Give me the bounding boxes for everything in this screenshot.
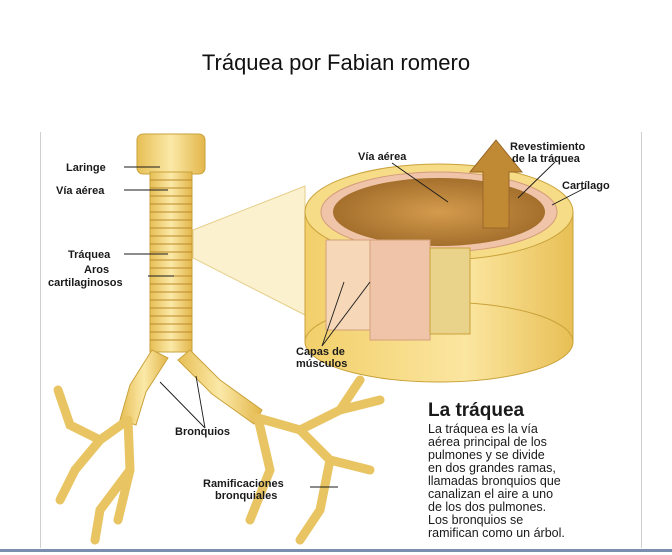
label-via-aerea-left: Vía aérea: [56, 185, 105, 197]
info-line: llamadas bronquios que: [428, 474, 561, 488]
airflow-arrow: [468, 139, 524, 229]
info-line: aérea principal de los: [428, 435, 547, 449]
info-line: canalizan el aire a uno: [428, 487, 554, 501]
label-ramif-1: Ramificaciones: [203, 478, 284, 490]
trachea-tube: [149, 171, 193, 353]
label-laringe: Laringe: [66, 162, 106, 174]
trachea-cross-section: [304, 163, 574, 383]
bottom-rule: [0, 549, 672, 552]
label-ramif-2: bronquiales: [215, 490, 277, 502]
left-bronchus: [119, 349, 169, 426]
label-aros-1: Aros: [84, 264, 109, 276]
info-line: ramifican como un árbol.: [428, 526, 565, 540]
label-aros-2: cartilaginosos: [48, 277, 123, 289]
label-via-aerea-right: Vía aérea: [358, 151, 407, 163]
label-cartilago: Cartílago: [562, 180, 610, 192]
label-bronquios: Bronquios: [175, 426, 230, 438]
label-revestimiento-2: de la tráquea: [512, 153, 581, 165]
label-capas-1: Capas de: [296, 346, 345, 358]
info-title: La tráquea: [428, 400, 525, 421]
info-line: de los dos pulmones.: [428, 500, 547, 514]
info-line: La tráquea es la vía: [428, 422, 538, 436]
info-body: La tráquea es la vía aérea principal de …: [428, 423, 628, 540]
label-capas-2: músculos: [296, 358, 347, 370]
info-line: en dos grandes ramas,: [428, 461, 556, 475]
label-traquea: Tráquea: [68, 249, 111, 261]
right-bronchus: [177, 349, 263, 425]
zoom-connector: [192, 185, 306, 316]
bronchial-tree-right: [245, 375, 385, 545]
info-line: pulmones y se divide: [428, 448, 545, 462]
leader-lines: [124, 161, 586, 488]
bronchial-tree-left: [53, 385, 135, 545]
slide-title: Tráquea por Fabian romero: [201, 50, 471, 75]
info-line: Los bronquios se: [428, 513, 524, 527]
tracheal-rings: [150, 179, 192, 341]
larynx-shape: [136, 133, 206, 175]
label-revestimiento-1: Revestimiento: [510, 141, 585, 153]
